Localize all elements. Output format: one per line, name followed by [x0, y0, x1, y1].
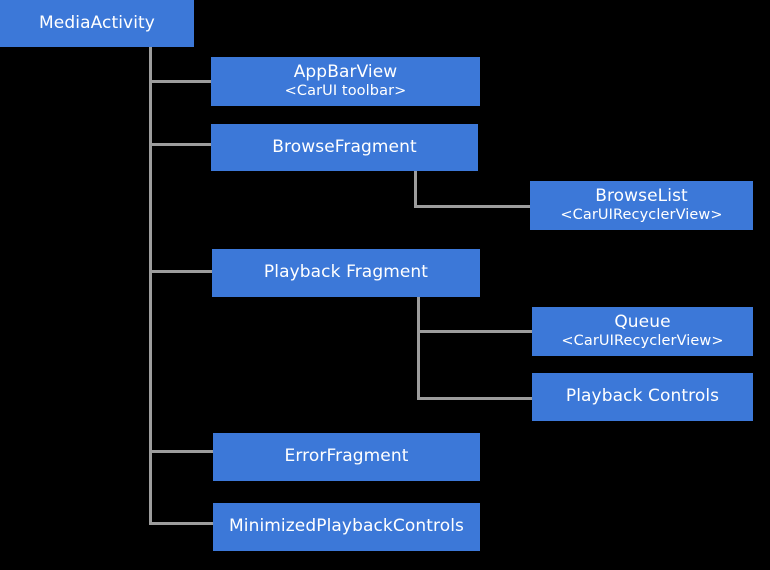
edge-to-playback-controls: [417, 397, 535, 400]
node-browse-list[interactable]: BrowseList <CarUIRecyclerView>: [530, 181, 753, 230]
node-media-activity-title: MediaActivity: [39, 12, 155, 33]
node-playback-controls-title: Playback Controls: [565, 386, 720, 407]
edge-to-minimized-playback-controls: [149, 522, 215, 525]
node-app-bar-view-subtitle: <CarUI toolbar>: [284, 83, 407, 100]
node-queue[interactable]: Queue <CarUIRecyclerView>: [532, 307, 753, 356]
node-browse-fragment-title: BrowseFragment: [272, 136, 417, 157]
node-app-bar-view-title: AppBarView: [293, 61, 398, 82]
node-queue-title: Queue: [614, 311, 671, 332]
edge-browse-fragment-drop: [414, 171, 417, 208]
node-app-bar-view[interactable]: AppBarView <CarUI toolbar>: [211, 57, 480, 106]
node-queue-subtitle: <CarUIRecyclerView>: [561, 333, 724, 350]
edge-to-playback-fragment: [149, 270, 213, 273]
node-playback-controls[interactable]: Playback Controls: [532, 373, 753, 421]
node-playback-fragment-title: Playback Fragment: [263, 262, 429, 283]
node-error-fragment-title: ErrorFragment: [284, 446, 409, 467]
edge-to-app-bar-view: [149, 80, 213, 83]
node-minimized-playback-controls-title: MinimizedPlaybackControls: [228, 516, 464, 537]
edge-to-browse-fragment: [149, 143, 213, 146]
node-minimized-playback-controls[interactable]: MinimizedPlaybackControls: [213, 503, 480, 551]
node-browse-fragment[interactable]: BrowseFragment: [211, 124, 478, 171]
edge-to-queue: [417, 330, 535, 333]
edge-playback-fragment-drop: [417, 296, 420, 400]
edge-to-error-fragment: [149, 450, 215, 453]
node-media-activity[interactable]: MediaActivity: [0, 0, 194, 47]
node-playback-fragment[interactable]: Playback Fragment: [212, 249, 480, 297]
node-browse-list-title: BrowseList: [595, 185, 688, 206]
node-browse-list-subtitle: <CarUIRecyclerView>: [560, 207, 723, 224]
edge-to-browse-list: [414, 205, 532, 208]
node-error-fragment[interactable]: ErrorFragment: [213, 433, 480, 481]
edge-media-activity-trunk: [149, 47, 152, 525]
